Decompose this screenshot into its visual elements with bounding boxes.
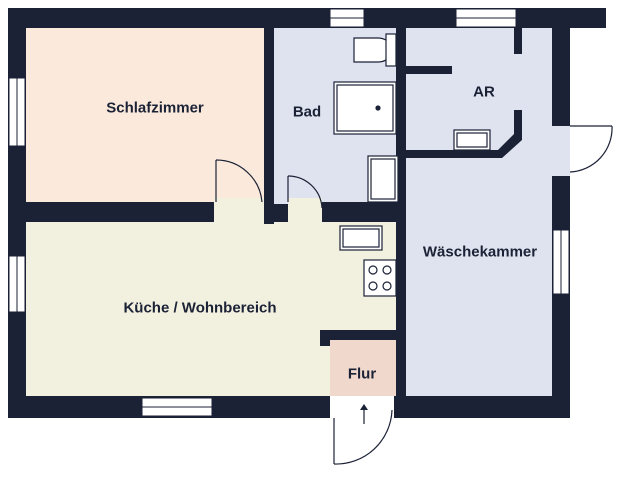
shower-icon bbox=[333, 81, 397, 135]
door-east bbox=[569, 125, 613, 173]
window-waeschekammer bbox=[552, 229, 570, 295]
entrance-arrow-icon bbox=[360, 404, 368, 424]
label-kueche: Küche / Wohnbereich bbox=[123, 299, 277, 317]
interior-walls bbox=[26, 28, 522, 402]
label-waeschekammer: Wäschekammer bbox=[422, 243, 538, 261]
door-bad bbox=[287, 175, 323, 209]
room-schlafzimmer bbox=[26, 28, 264, 202]
label-ar: AR bbox=[473, 83, 495, 101]
ar-sink-icon bbox=[453, 129, 491, 151]
bathroom-fixtures bbox=[333, 33, 399, 203]
kitchen-fixtures bbox=[339, 225, 397, 297]
sink-icon bbox=[367, 155, 399, 203]
kitchen-sink-icon bbox=[339, 225, 383, 251]
room-flur bbox=[330, 338, 398, 398]
doors bbox=[215, 125, 613, 465]
window-kueche-south bbox=[141, 397, 213, 417]
label-schlafzimmer: Schlafzimmer bbox=[106, 99, 204, 117]
window-schlafzimmer bbox=[8, 77, 26, 147]
windows bbox=[8, 8, 570, 417]
door-opening-east bbox=[552, 126, 570, 176]
stove-icon bbox=[363, 259, 397, 297]
room-waeschekammer bbox=[406, 150, 552, 396]
window-kueche-west bbox=[8, 255, 26, 313]
doorway-schlaf-kueche bbox=[214, 198, 264, 226]
door-schlafzimmer bbox=[215, 159, 263, 203]
label-flur: Flur bbox=[347, 365, 377, 383]
toilet-icon bbox=[353, 33, 397, 67]
door-entrance bbox=[333, 409, 393, 465]
window-bad bbox=[329, 8, 365, 28]
doorway-bad-kueche bbox=[288, 198, 322, 226]
label-bad: Bad bbox=[292, 103, 322, 121]
window-ar bbox=[455, 8, 517, 28]
